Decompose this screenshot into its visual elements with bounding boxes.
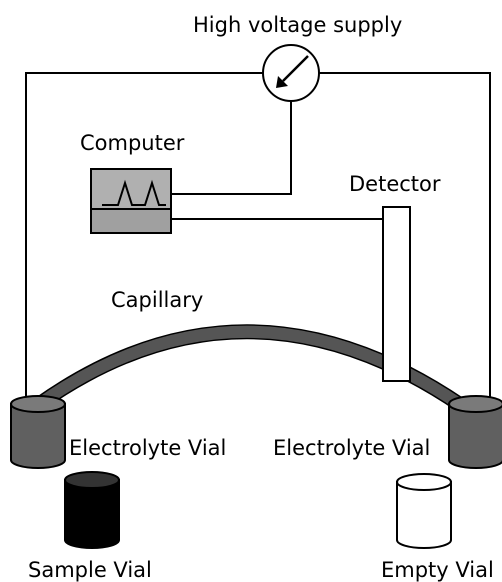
wire-right [318, 72, 491, 400]
wire-left [25, 72, 263, 400]
capillary-label: Capillary [111, 288, 203, 312]
computer [90, 168, 172, 234]
computer-label: Computer [80, 131, 185, 155]
electrolyte-vial-right-label: Electrolyte Vial [273, 436, 430, 460]
ammeter-dial-icon [262, 44, 320, 102]
detector [382, 206, 411, 382]
electrolyte-vial-right [448, 395, 502, 469]
chromatogram-screen-icon [102, 179, 166, 206]
electrolyte-vial-left-label: Electrolyte Vial [69, 436, 226, 460]
computer-base [90, 208, 172, 234]
sample-vial [64, 471, 120, 549]
detector-label: Detector [349, 172, 441, 196]
empty-vial-label: Empty Vial [381, 558, 494, 582]
electrolyte-vial-left [10, 395, 66, 469]
sample-vial-label: Sample Vial [28, 558, 152, 582]
supply-label: High voltage supply [193, 13, 402, 37]
empty-vial [396, 473, 452, 549]
wire-supply-computer [170, 101, 292, 195]
